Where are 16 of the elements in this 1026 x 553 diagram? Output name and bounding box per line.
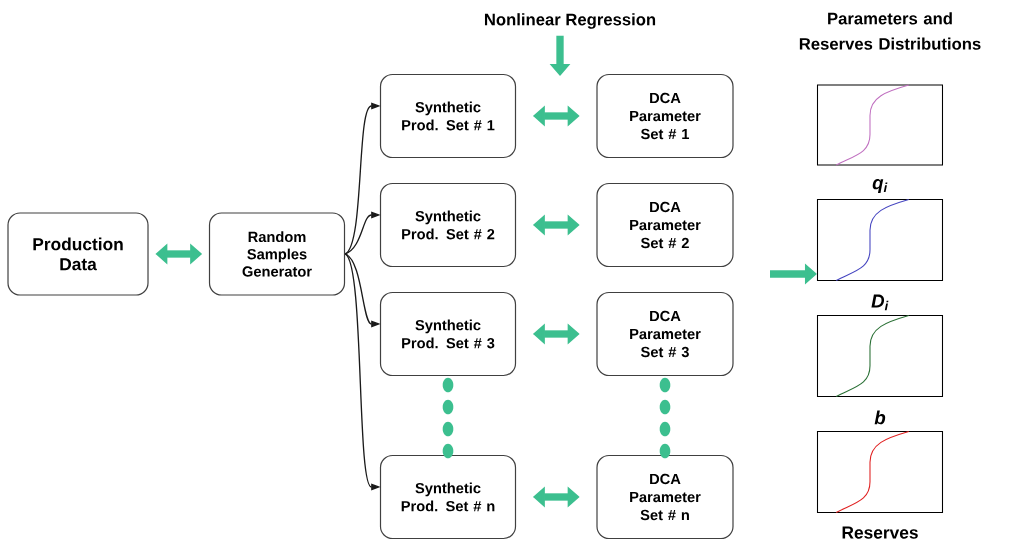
plot-caption: D$_{i}$ [871,294,889,311]
parameter-box: DCA Parameter Set # n [596,454,734,540]
plot-caption: b [874,410,886,425]
process-box: Synthetic Prod. Set # 2 [379,182,517,268]
process-box: Synthetic Prod. Set # 3 [379,291,517,377]
plot-caption: q$_{i}$ [872,179,888,194]
parameter-box: DCA Parameter Set # 3 [596,291,734,377]
data-box: Production Data [7,212,149,296]
generator-box: Random Samples Generator [208,212,346,296]
heading: Nonlinear Regression [485,13,656,29]
plot-caption: Reserves [842,526,918,539]
panel-heading: Parameters and Reserves Distributions [799,12,981,50]
process-box: Synthetic Prod. Set # 1 [379,73,517,159]
parameter-box: DCA Parameter Set # 1 [596,73,734,159]
parameter-box: DCA Parameter Set # 2 [596,182,734,268]
process-box: Synthetic Prod. Set # n [379,454,517,540]
